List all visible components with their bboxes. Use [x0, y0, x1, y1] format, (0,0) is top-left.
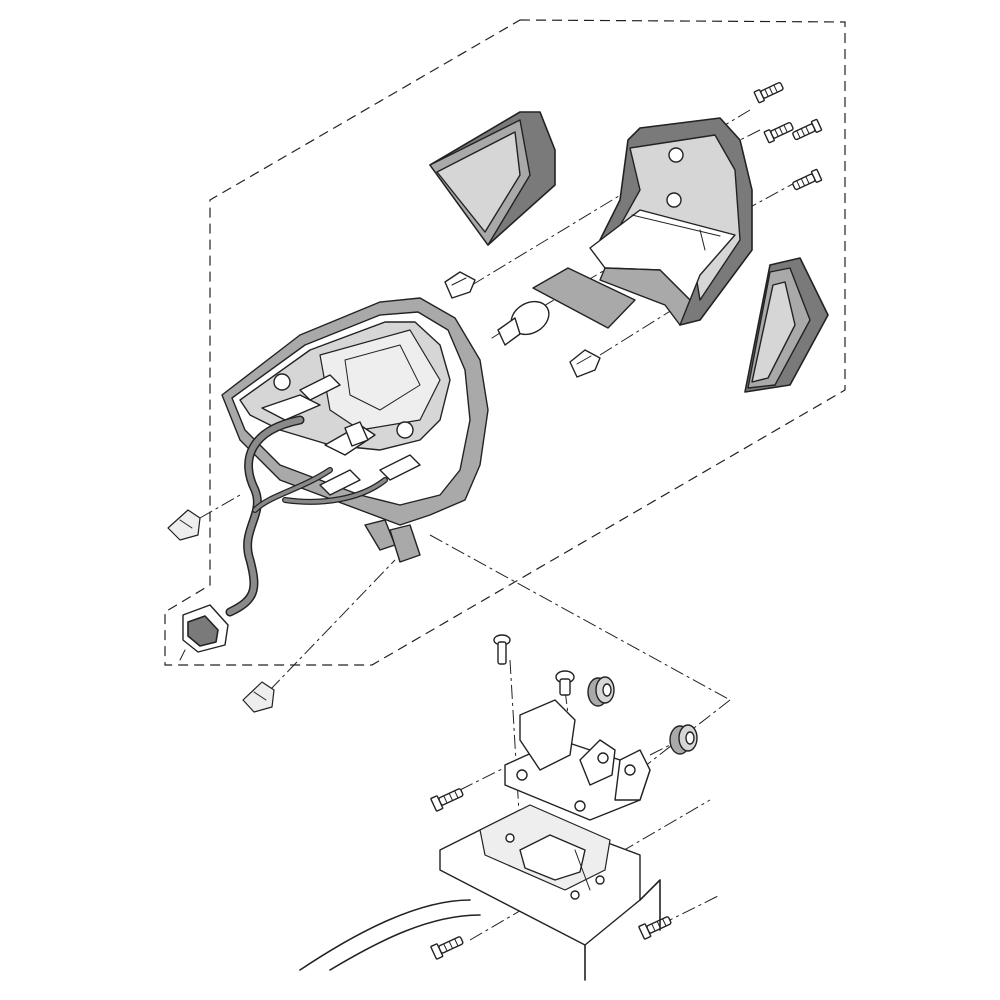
- wedge-bulb-upper: [444, 271, 476, 299]
- wedge-bulb-lower: [569, 349, 601, 378]
- connector: [179, 604, 229, 661]
- side-lens-cover: [744, 257, 829, 393]
- stop-tail-bulb: [491, 300, 550, 346]
- upper-lens-cover: [429, 111, 556, 246]
- wiring-harness: [225, 415, 388, 617]
- screw-frame-right: [638, 916, 672, 940]
- screw-frame-left: [430, 936, 464, 960]
- screw-bracket-left: [430, 788, 464, 812]
- tail-light-housing: [221, 297, 489, 563]
- bolt-upper: [493, 634, 511, 665]
- rubber-damper-upper: [587, 676, 615, 707]
- frame-mount-plate: [299, 804, 661, 981]
- reflector-plate: [532, 267, 636, 329]
- nut-clip-lower: [242, 681, 275, 713]
- screws-upper-right: [753, 82, 823, 191]
- rubber-damper-lower: [669, 724, 698, 755]
- mounting-bracket: [504, 699, 651, 821]
- nut-clip-left: [167, 509, 201, 541]
- rear-lens-frame: [589, 117, 753, 326]
- assembly-boundary-dashed: [164, 19, 846, 666]
- collar: [555, 670, 575, 696]
